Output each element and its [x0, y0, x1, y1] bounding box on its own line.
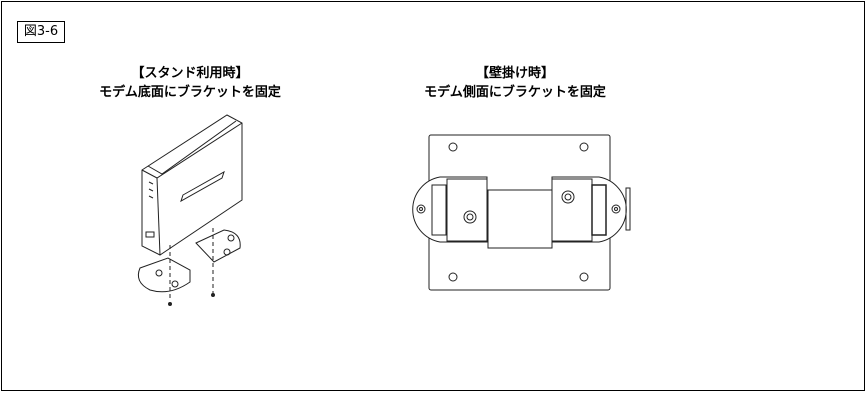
figure-label: 図3-6	[17, 21, 65, 43]
right-bracket	[551, 176, 627, 243]
wall-caption: 【壁掛け時】 モデム側面にブラケットを固定	[395, 64, 635, 102]
figure-frame	[1, 1, 865, 391]
bracket-back	[195, 229, 241, 263]
wall-mount-illustration	[412, 134, 631, 291]
logo-badge	[180, 170, 225, 203]
left-bracket	[412, 176, 488, 243]
bracket-front	[137, 257, 191, 293]
stand-subtitle: モデム底面にブラケットを固定	[99, 85, 281, 100]
stand-caption: 【スタンド利用時】 モデム底面にブラケットを固定	[70, 64, 310, 102]
modem-side	[487, 189, 553, 249]
modem-stand-illustration	[137, 114, 243, 306]
wall-subtitle: モデム側面にブラケットを固定	[424, 85, 606, 100]
wall-title: 【壁掛け時】	[475, 66, 554, 81]
stand-title: 【スタンド利用時】	[131, 66, 249, 81]
